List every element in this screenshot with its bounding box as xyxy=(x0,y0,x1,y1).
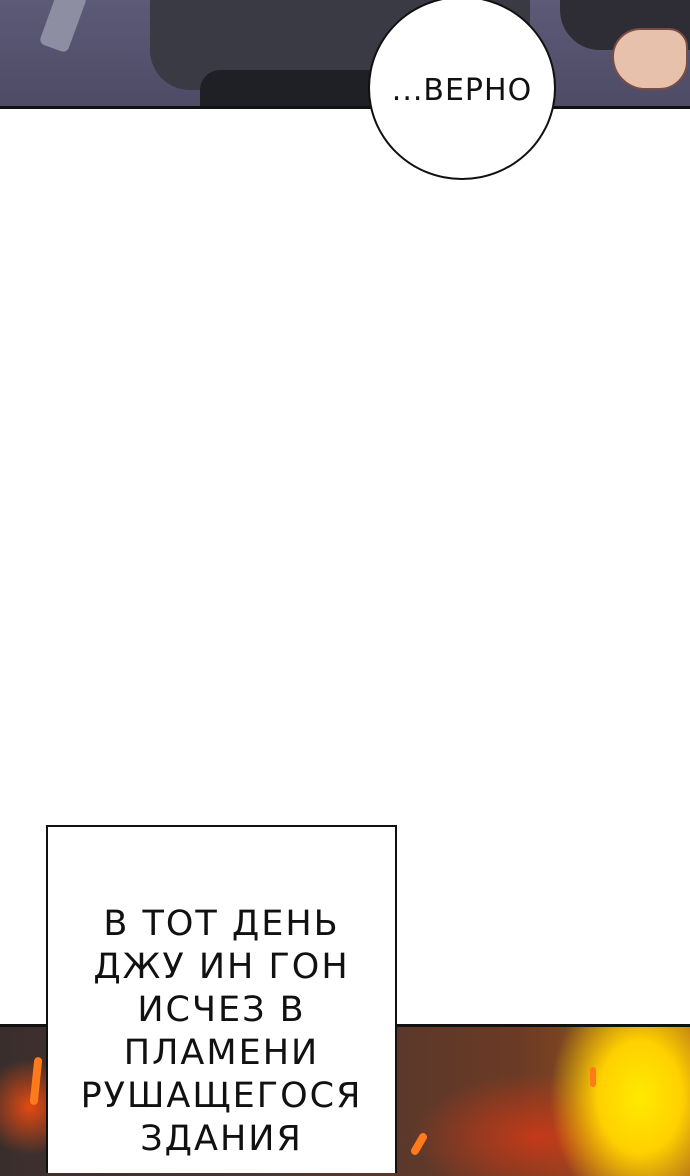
speech-bubble: ...ВЕРНО xyxy=(368,0,556,180)
ember xyxy=(590,1067,596,1087)
character-hand xyxy=(612,28,688,90)
caption-line: ИСЧЕЗ В xyxy=(137,990,306,1030)
caption-line: В ТОТ ДЕНЬ xyxy=(103,904,340,944)
caption-line: ДЖУ ИН ГОН xyxy=(93,947,350,987)
narration-caption-box: В ТОТ ДЕНЬ ДЖУ ИН ГОН ИСЧЕЗ В ПЛАМЕНИ РУ… xyxy=(46,825,397,1173)
caption-line: РУШАЩЕГОСЯ xyxy=(80,1076,363,1116)
caption-line: ПЛАМЕНИ xyxy=(123,1033,320,1073)
speech-bubble-text: ...ВЕРНО xyxy=(391,72,533,108)
ember xyxy=(409,1131,429,1157)
comic-panel-top xyxy=(0,0,690,109)
bag-strap xyxy=(38,0,88,54)
caption-line: ЗДАНИЯ xyxy=(140,1119,303,1159)
ember xyxy=(29,1056,43,1106)
